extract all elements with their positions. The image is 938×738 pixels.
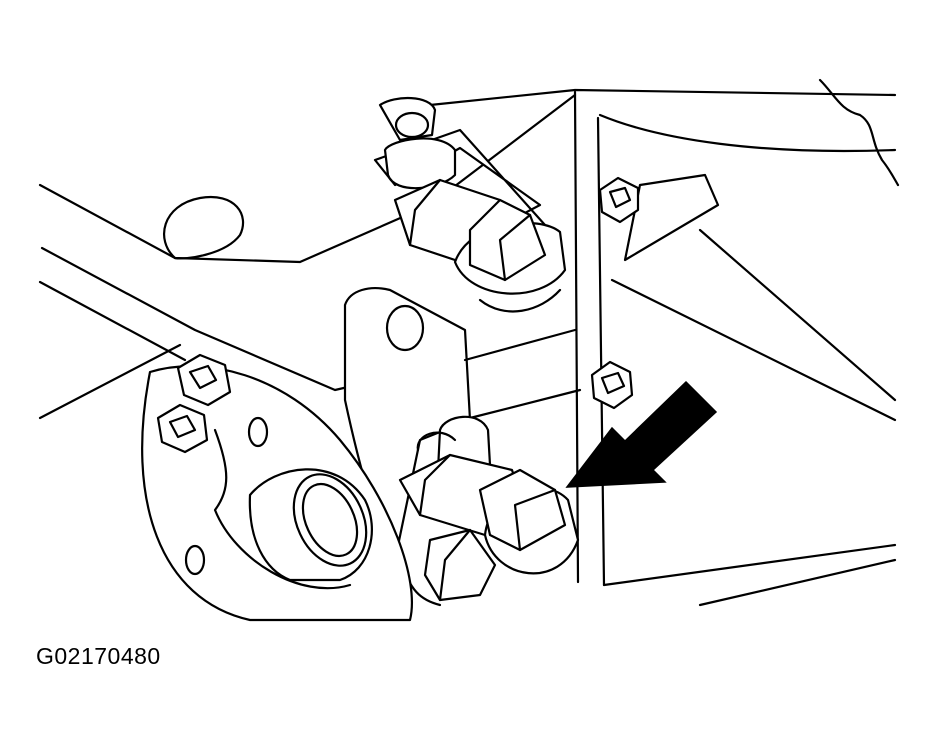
lower-sensor	[398, 415, 580, 607]
hub-flange	[141, 353, 414, 622]
left-bracket	[38, 93, 577, 420]
right-frame	[428, 78, 900, 607]
upper-sensor	[373, 96, 567, 313]
figure-caption: G02170480	[36, 643, 161, 669]
indicator-arrow-icon	[565, 380, 718, 488]
hub-bolt-upper	[176, 353, 232, 407]
mounting-tab-right	[598, 173, 720, 262]
bolt-mid-right	[590, 360, 634, 410]
hub-bolt-lower	[156, 403, 209, 454]
bolt-upper-right	[598, 176, 640, 224]
